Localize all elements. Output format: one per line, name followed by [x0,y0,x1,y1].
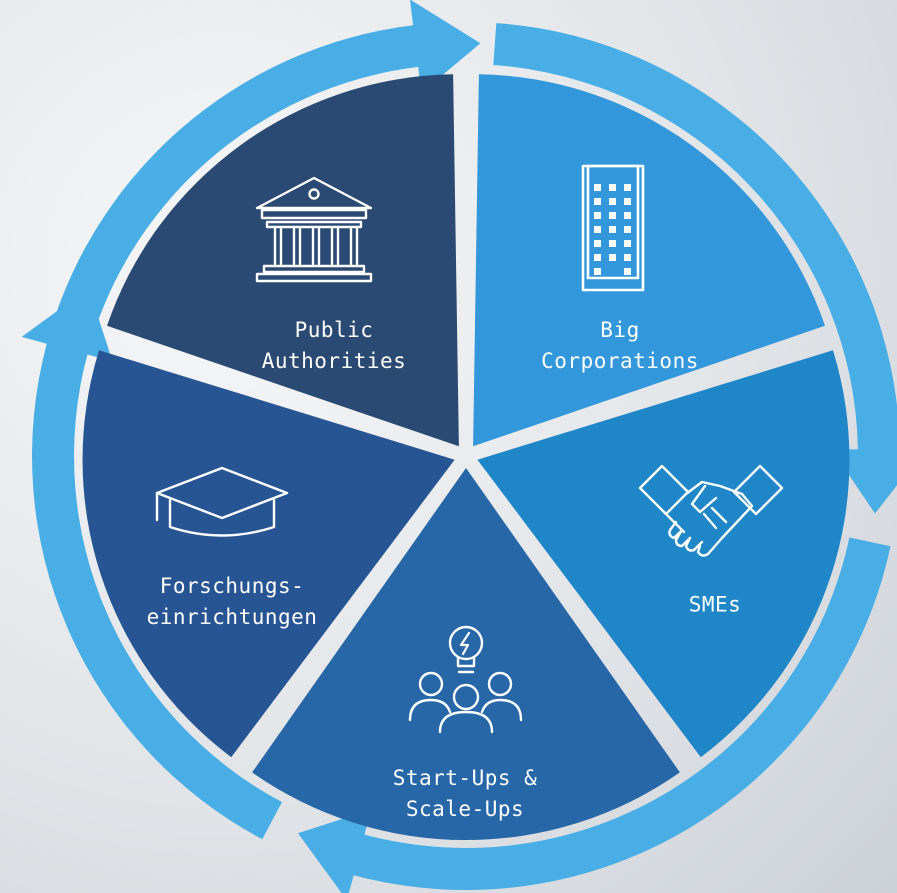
segment-startups [252,468,680,841]
label-startups: Start-Ups & Scale-Ups [393,763,538,825]
segment-public-authorities [107,74,459,447]
label-line: Corporations [541,349,699,373]
lightbulb-team-icon [408,625,523,734]
segments [82,74,850,841]
label-line: Public [294,318,374,342]
label-line: Authorities [261,349,407,373]
segment-research [82,350,455,758]
label-line: einrichtungen [146,605,318,629]
label-research: Forschungs- einrichtungen [147,571,318,633]
label-line: Big [600,318,640,342]
label-line: Scale-Ups [405,797,525,821]
segment-smes [477,350,850,758]
label-line: Forschungs- [159,574,305,598]
ring-arrow-bottom [298,537,891,893]
handshake-icon [638,464,784,557]
building-columns-icon [255,176,373,283]
ring-arrows [21,0,897,893]
label-big-corporations: Big Corporations [541,315,699,377]
ring-arrow-right [493,23,897,514]
label-line: Start-Ups & [392,766,538,790]
graduation-cap-icon [155,466,289,537]
office-tower-icon [581,164,645,292]
segment-big-corporations [473,74,825,447]
label-smes: SMEs [689,590,742,621]
label-line: SMEs [688,592,742,617]
ring-arrow-left [21,288,282,840]
label-public-authorities: Public Authorities [262,315,407,377]
